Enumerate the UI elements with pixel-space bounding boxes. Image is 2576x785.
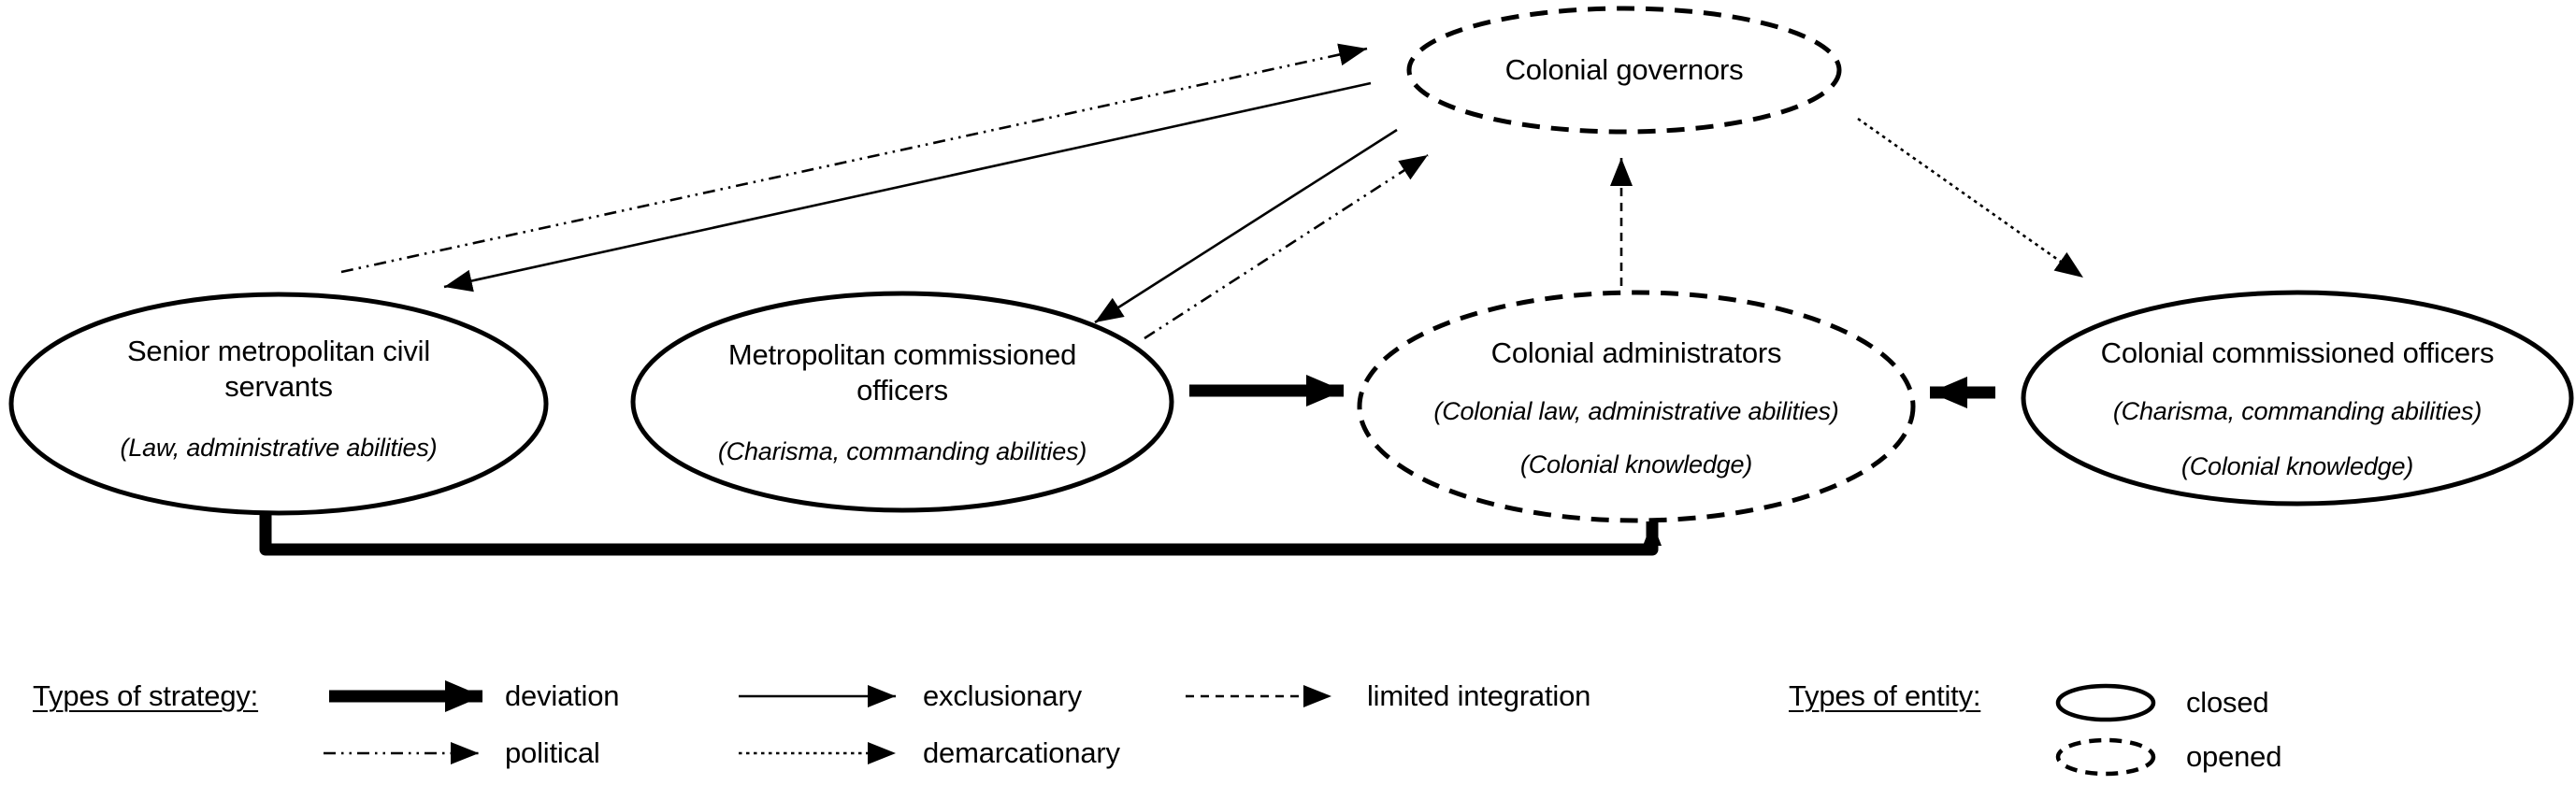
legend-shape-closed	[2055, 683, 2156, 722]
legend-label-limited-integration: limited integration	[1367, 679, 1591, 712]
edge-deviation-senior-to-admins	[259, 515, 1662, 556]
legend-label-closed: closed	[2186, 686, 2269, 719]
edge-exclusionary-governors-to-metro	[1094, 128, 1398, 324]
node-ellipse-admins	[1357, 290, 1916, 523]
node-ellipse-colonial	[2021, 290, 2574, 507]
node-ellipse-governors	[1406, 6, 1842, 135]
node-trait-colonial-1: (Charisma, commanding abilities)	[2112, 397, 2482, 425]
node-trait-senior: (Law, administrative abilities)	[120, 434, 438, 462]
node-ellipse-senior	[8, 292, 549, 516]
legend-label-exclusionary: exclusionary	[923, 679, 1082, 712]
legend-label-political: political	[505, 736, 600, 769]
node-title-colonial: Colonial commissioned officers	[2100, 336, 2495, 369]
node-title-senior: Senior metropolitan civil servants	[126, 335, 431, 403]
node-trait-metro: (Charisma, commanding abilities)	[717, 437, 1087, 465]
edge-political-senior-to-governors	[340, 43, 1368, 274]
legend-strategy-title: Types of strategy:	[33, 679, 259, 712]
node-title-admins: Colonial administrators	[1490, 336, 1782, 369]
edge-political-metro-to-governors	[1144, 153, 1429, 340]
edge-exclusionary-governors-to-senior	[443, 81, 1372, 293]
node-title-governors: Colonial governors	[1504, 53, 1744, 86]
node-title-metro: Metropolitan commissioned officers	[727, 338, 1077, 407]
legend-label-deviation: deviation	[505, 679, 620, 712]
legend-shape-opened	[2055, 737, 2156, 777]
edge-demarcationary-governors-to-colonial	[1857, 117, 2084, 279]
legend-entity-title: Types of entity:	[1789, 679, 1981, 712]
legend-label-opened: opened	[2186, 740, 2282, 773]
legend-label-demarcationary: demarcationary	[923, 736, 1120, 769]
node-trait-admins-2: (Colonial knowledge)	[1519, 450, 1753, 478]
node-trait-admins-1: (Colonial law, administrative abilities)	[1433, 397, 1839, 425]
node-ellipse-metro	[630, 291, 1174, 513]
node-trait-colonial-2: (Colonial knowledge)	[2180, 452, 2414, 480]
